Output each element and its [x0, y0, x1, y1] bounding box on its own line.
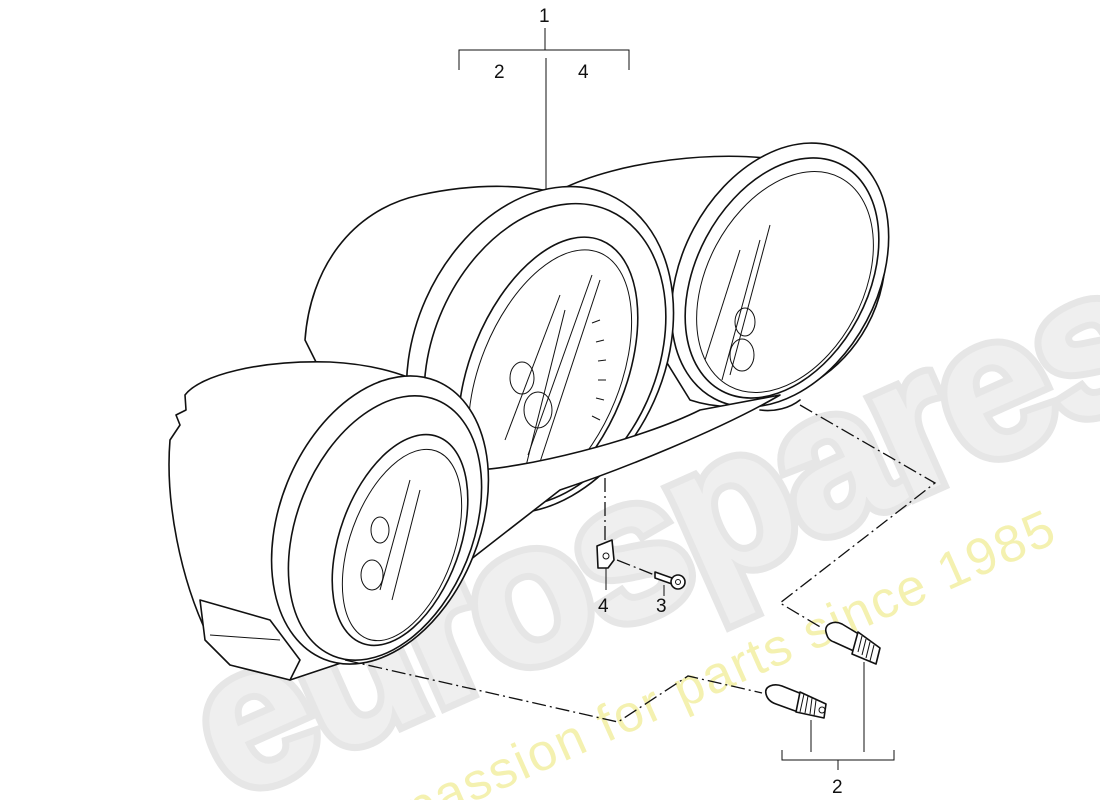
- callout-1: 1: [539, 6, 550, 27]
- callout-group-bottom: 2: [781, 750, 895, 798]
- speed-nut-clip: 4: [596, 539, 615, 617]
- instrument-cluster: [168, 142, 890, 681]
- screw: 3: [654, 571, 686, 617]
- callout-2-knobs: 2: [832, 777, 843, 798]
- adjusting-knob-upper: [824, 621, 881, 752]
- callout-group-top: 1 2 4: [458, 6, 630, 192]
- callout-4-top: 4: [578, 62, 589, 83]
- leader-lines: [344, 404, 937, 723]
- callout-3-screw: 3: [656, 596, 667, 617]
- callout-4-clip: 4: [598, 596, 609, 617]
- adjusting-knob-lower: [764, 684, 827, 752]
- callout-2-top: 2: [494, 62, 505, 83]
